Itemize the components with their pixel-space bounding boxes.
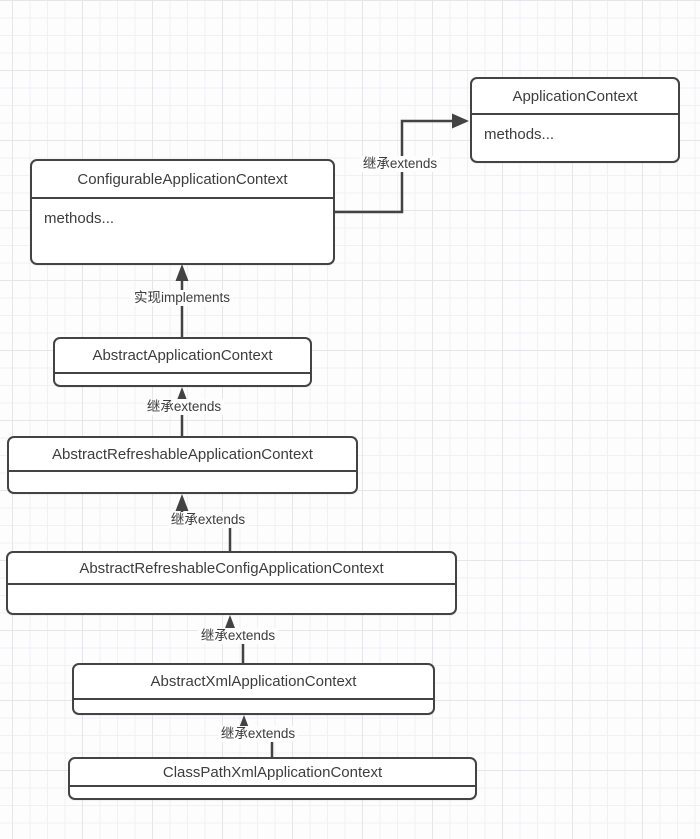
arrowhead-up-icon [175,494,189,511]
class-body [70,787,475,798]
class-body [55,374,310,385]
class-title: AbstractRefreshableConfigApplicationCont… [8,553,455,585]
class-body [74,700,433,713]
class-box-configurableapplicationcontext: ConfigurableApplicationContext methods..… [30,159,335,265]
arrowhead-up-icon [223,615,237,632]
class-title: ApplicationContext [472,79,678,115]
class-title: AbstractXmlApplicationContext [74,665,433,700]
class-box-classpathxmlapplicationcontext: ClassPathXmlApplicationContext [68,757,477,800]
class-box-abstractrefreshableconfigapplicationcontext: AbstractRefreshableConfigApplicationCont… [6,551,457,615]
class-body: methods... [484,126,555,143]
arrowhead-up-icon [175,264,189,281]
edge-label-extends: 继承extends [143,399,225,415]
edge-abstract-implements-configurable [175,264,189,337]
class-box-abstractrefreshableapplicationcontext: AbstractRefreshableApplicationContext [7,436,358,494]
class-title: ClassPathXmlApplicationContext [70,759,475,787]
class-title: AbstractApplicationContext [55,339,310,374]
class-body [8,585,455,613]
edge-label-extends: 继承extends [359,156,441,172]
class-body: methods... [44,210,115,227]
class-title: ConfigurableApplicationContext [32,161,333,199]
edge-label-implements: 实现implements [130,290,234,306]
edge-label-extends: 继承extends [167,512,249,528]
class-body [9,472,356,492]
edge-label-extends: 继承extends [217,726,299,742]
class-box-applicationcontext: ApplicationContext methods... [470,77,680,163]
class-box-abstractxmlapplicationcontext: AbstractXmlApplicationContext [72,663,435,715]
edge-label-extends: 继承extends [197,628,279,644]
arrowhead-right-icon [452,113,469,129]
class-box-abstractapplicationcontext: AbstractApplicationContext [53,337,312,387]
class-title: AbstractRefreshableApplicationContext [9,438,356,472]
